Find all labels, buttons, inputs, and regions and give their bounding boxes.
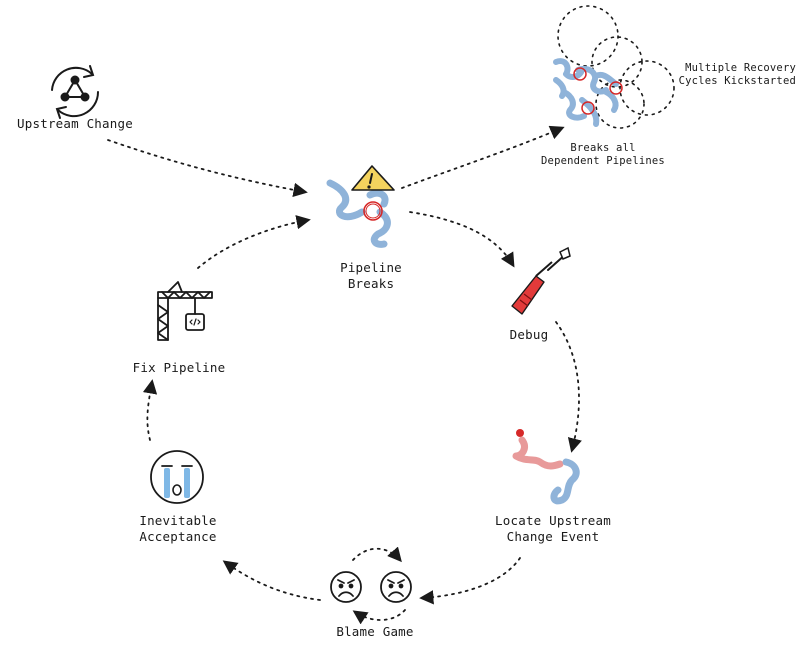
arrow-debug-to-locate xyxy=(555,321,582,453)
broken-pipeline-icon xyxy=(326,179,391,248)
arrow-blame-to-acceptance xyxy=(222,560,321,601)
warning-icon xyxy=(351,165,395,191)
arrow-acceptance-to-fix xyxy=(142,379,158,441)
upstream-change-label: Upstream Change xyxy=(17,116,133,131)
debug-label: Debug xyxy=(509,327,549,342)
locate-pipe-icon xyxy=(512,429,580,505)
arrow-locate-to-blame xyxy=(419,557,521,605)
blame-game-label: Blame Game xyxy=(336,624,414,639)
arrow-pipeline-to-debug xyxy=(409,211,515,268)
broken-pipelines-cluster-icon xyxy=(553,58,623,127)
upstream-change-icon xyxy=(51,65,100,119)
arrow-blame-loop-bottom xyxy=(352,609,406,625)
locate-upstream-label: Locate Upstream Change Event xyxy=(495,513,611,544)
screwdriver-icon xyxy=(511,246,571,315)
arrow-fix-to-pipeline xyxy=(197,215,311,269)
arrow-pipeline-to-breaks-all xyxy=(401,125,565,189)
recovery-cycle-circles xyxy=(557,5,675,129)
fix-pipeline-label: Fix Pipeline xyxy=(132,360,226,375)
inevitable-acceptance-label: Inevitable Acceptance xyxy=(139,513,217,544)
multiple-recovery-label: Multiple Recovery Cycles Kickstarted xyxy=(678,62,796,87)
crying-face-icon xyxy=(150,450,204,504)
crane-icon xyxy=(157,281,213,341)
arrow-upstream-to-pipeline xyxy=(107,139,308,197)
angry-faces-icon xyxy=(330,571,412,603)
arrow-blame-loop-top xyxy=(352,546,402,563)
pipeline-breaks-label: Pipeline Breaks xyxy=(340,260,402,291)
breaks-all-label: Breaks all Dependent Pipelines xyxy=(541,142,665,167)
